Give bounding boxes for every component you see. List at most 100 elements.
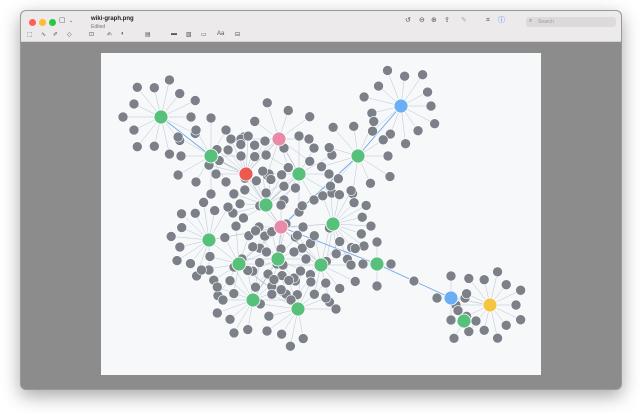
leaf-node[interactable] bbox=[365, 220, 377, 232]
leaf-node[interactable] bbox=[250, 281, 261, 293]
leaf-node[interactable] bbox=[228, 327, 240, 339]
leaf-node[interactable] bbox=[228, 188, 240, 200]
leaf-node[interactable] bbox=[235, 139, 247, 150]
leaf-node[interactable] bbox=[300, 253, 312, 265]
leaf-node[interactable] bbox=[356, 228, 367, 240]
rotate-icon[interactable]: ↺ bbox=[405, 17, 411, 24]
leaf-node[interactable] bbox=[228, 288, 240, 299]
leaf-node[interactable] bbox=[164, 148, 175, 160]
leaf-node[interactable] bbox=[190, 124, 202, 136]
leaf-node[interactable] bbox=[500, 320, 512, 331]
leaf-node[interactable] bbox=[275, 284, 287, 296]
leaf-node[interactable] bbox=[492, 332, 503, 344]
leaf-node[interactable] bbox=[325, 180, 336, 192]
fill-color-icon[interactable]: ▧ bbox=[186, 32, 192, 38]
leaf-node[interactable] bbox=[382, 150, 394, 162]
leaf-node[interactable] bbox=[128, 124, 140, 136]
leaf-node[interactable] bbox=[349, 243, 361, 254]
leaf-node[interactable] bbox=[334, 283, 346, 294]
sidebar-toggle-icon[interactable]: ▢ bbox=[59, 17, 66, 24]
adjust-color-icon[interactable]: ◐ bbox=[121, 31, 125, 37]
leaf-node[interactable] bbox=[282, 162, 294, 173]
leaf-node[interactable] bbox=[174, 88, 186, 99]
share-icon[interactable]: ⇪ bbox=[444, 17, 450, 24]
leaf-node[interactable] bbox=[189, 208, 201, 219]
leaf-node[interactable] bbox=[288, 246, 300, 258]
minimize-button[interactable] bbox=[39, 19, 46, 26]
hub-node-red[interactable] bbox=[238, 166, 254, 182]
leaf-node[interactable] bbox=[345, 259, 357, 271]
markup-pen-icon[interactable]: ✎ bbox=[461, 17, 467, 24]
leaf-node[interactable] bbox=[368, 116, 380, 127]
hub-node-green[interactable] bbox=[203, 148, 219, 164]
close-button[interactable] bbox=[29, 19, 36, 26]
leaf-node[interactable] bbox=[348, 121, 360, 132]
leaf-node[interactable] bbox=[265, 174, 277, 185]
sign-icon[interactable]: ✍ bbox=[107, 32, 113, 38]
leaf-node[interactable] bbox=[164, 74, 175, 86]
leaf-node[interactable] bbox=[371, 236, 383, 248]
leaf-node[interactable] bbox=[278, 180, 290, 192]
leaf-node[interactable] bbox=[238, 212, 249, 224]
leaf-node[interactable] bbox=[478, 325, 490, 336]
leaf-node[interactable] bbox=[198, 197, 209, 208]
leaf-node[interactable] bbox=[323, 168, 335, 180]
leaf-node[interactable] bbox=[225, 133, 237, 145]
leaf-node[interactable] bbox=[373, 80, 384, 92]
hub-node-green[interactable] bbox=[325, 216, 341, 232]
leaf-node[interactable] bbox=[249, 139, 260, 151]
hub-node-pink[interactable] bbox=[273, 219, 289, 235]
leaf-node[interactable] bbox=[249, 116, 261, 127]
leaf-node[interactable] bbox=[431, 292, 443, 304]
leaf-node[interactable] bbox=[230, 220, 242, 232]
leaf-node[interactable] bbox=[445, 314, 457, 326]
hub-node-blue[interactable] bbox=[443, 290, 459, 306]
leaf-node[interactable] bbox=[348, 197, 360, 208]
hub-node-green[interactable] bbox=[153, 109, 169, 125]
text-style-icon[interactable]: ▭ bbox=[201, 32, 207, 38]
leaf-node[interactable] bbox=[205, 188, 217, 200]
leaf-node[interactable] bbox=[254, 257, 265, 268]
leaf-node[interactable] bbox=[176, 208, 187, 220]
leaf-node[interactable] bbox=[304, 156, 316, 167]
leaf-node[interactable] bbox=[185, 258, 196, 269]
leaf-node[interactable] bbox=[165, 231, 177, 242]
leaf-node[interactable] bbox=[176, 222, 188, 233]
leaf-node[interactable] bbox=[292, 229, 303, 241]
leaf-node[interactable] bbox=[365, 177, 376, 189]
leaf-node[interactable] bbox=[128, 98, 140, 110]
leaf-node[interactable] bbox=[189, 95, 201, 106]
description-icon[interactable]: ⊟ bbox=[235, 32, 241, 38]
leaf-node[interactable] bbox=[309, 230, 320, 242]
shapes-icon[interactable]: ◇ bbox=[67, 32, 72, 38]
leaf-node[interactable] bbox=[222, 201, 234, 213]
leaf-node[interactable] bbox=[349, 276, 361, 287]
leaf-node[interactable] bbox=[260, 187, 272, 199]
leaf-node[interactable] bbox=[330, 303, 342, 315]
zoom-button[interactable] bbox=[49, 19, 56, 26]
leaf-node[interactable] bbox=[308, 194, 320, 206]
leaf-node[interactable] bbox=[412, 125, 424, 136]
leaf-node[interactable] bbox=[234, 198, 246, 210]
leaf-node[interactable] bbox=[190, 176, 202, 188]
leaf-node[interactable] bbox=[515, 314, 526, 326]
leaf-node[interactable] bbox=[219, 232, 231, 243]
leaf-node[interactable] bbox=[448, 333, 460, 344]
leaf-node[interactable] bbox=[304, 111, 316, 122]
leaf-node[interactable] bbox=[356, 211, 368, 223]
leaf-node[interactable] bbox=[461, 288, 472, 300]
leaf-node[interactable] bbox=[224, 275, 236, 287]
leaf-node[interactable] bbox=[205, 112, 217, 124]
leaf-node[interactable] bbox=[305, 276, 317, 288]
leaf-node[interactable] bbox=[149, 82, 160, 94]
text-format-icon[interactable]: Aa bbox=[217, 31, 225, 37]
leaf-node[interactable] bbox=[211, 307, 223, 319]
leaf-node[interactable] bbox=[132, 81, 143, 93]
leaf-node[interactable] bbox=[261, 325, 273, 337]
leaf-node[interactable] bbox=[172, 131, 184, 143]
leaf-node[interactable] bbox=[257, 165, 269, 177]
chevron-down-icon[interactable]: ⌄ bbox=[69, 18, 74, 24]
leaf-node[interactable] bbox=[276, 328, 287, 340]
leaf-node[interactable] bbox=[333, 173, 344, 184]
leaf-node[interactable] bbox=[334, 236, 346, 247]
